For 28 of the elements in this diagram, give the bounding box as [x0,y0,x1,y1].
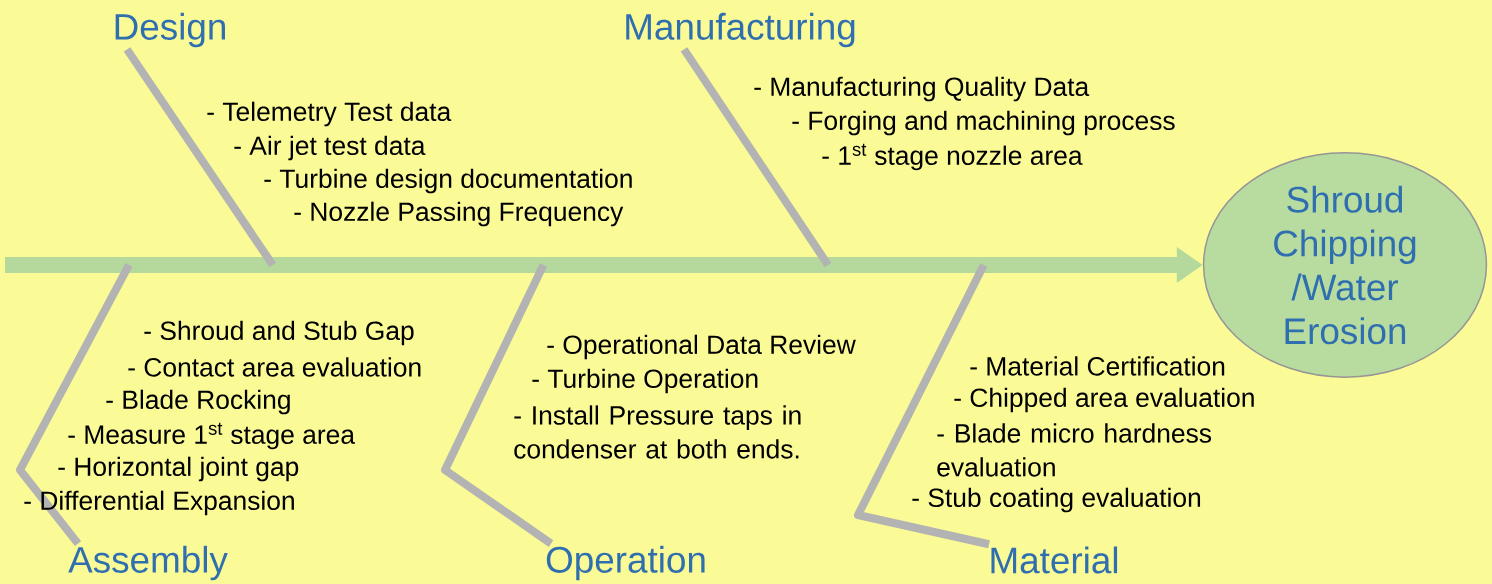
cause-text: - Chipped area evaluation [954,387,1254,413]
cause-text: - Operational Data Review [547,334,856,360]
cause-text: - Blade Rocking [106,389,290,415]
category-label: Manufacturing [626,12,855,48]
cause-text: - Stub coating evaluation [912,487,1201,513]
cause-text: - Contact area evaluation [128,357,421,377]
cause-text: - Manufacturing Quality Data [754,76,1090,102]
category-label: Material [991,546,1118,574]
cause-text: - Turbine design documentation [264,168,632,194]
bone-line [16,263,133,547]
cause-text: - Nozzle Passing Frequency [294,201,624,227]
category-label: Assembly [68,545,228,581]
bone-line [441,263,554,547]
bone-line [123,47,277,268]
cause-text: - Air jet test data [234,135,426,161]
category-label: Design [115,12,225,48]
category-label: Operation [546,545,705,581]
cause-text: - 1$^{st}$ stage nozzle area [822,143,1083,171]
cause-text: - Install Pressure taps in condenser at both ends. [514,405,801,459]
cause-text: - Forging and machining process [792,110,1175,136]
cause-text: - Blade micro hardness evaluation [937,423,1212,477]
cause-text: - Turbine Operation [532,368,758,394]
cause-text: - Measure 1$^{st}$ stage area [68,422,355,450]
cause-text: - Differential Expansion [24,490,294,516]
cause-text: - Shroud and Stub Gap [144,320,414,346]
cause-text: - Telemetry Test data [207,101,452,127]
bone-line [680,47,832,268]
cause-text: - Horizontal joint gap [58,456,299,482]
